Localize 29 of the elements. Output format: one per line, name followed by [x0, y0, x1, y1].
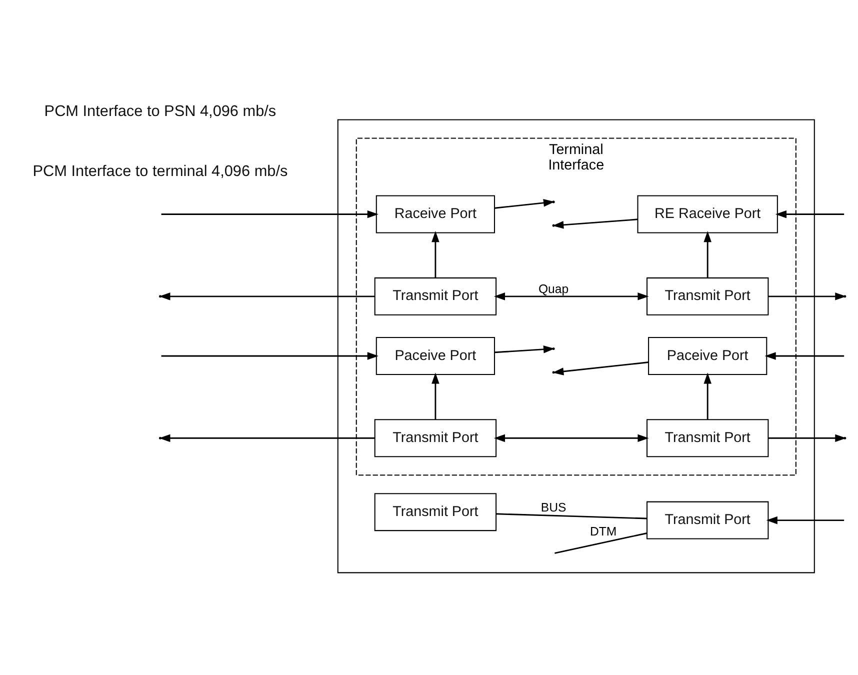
node-box: Paceive Port	[648, 336, 768, 375]
arrow	[432, 372, 440, 420]
arrow	[766, 516, 844, 524]
node-box: Transmit Port	[646, 501, 769, 540]
arrow	[494, 292, 649, 300]
arrow	[704, 372, 712, 420]
node-box: Paceive Port	[376, 336, 496, 375]
cluster	[337, 119, 815, 574]
edge-label: BUS	[540, 500, 566, 515]
arrow	[494, 434, 649, 442]
node-box: Transmit Port	[374, 419, 497, 458]
node-box: Transmit Port	[646, 419, 769, 458]
node-box: Transmit Port	[374, 277, 497, 316]
arrow	[704, 230, 712, 278]
arrow	[764, 352, 844, 360]
connector	[496, 513, 647, 520]
node-box: Transmit Port	[374, 493, 497, 532]
arrow	[432, 230, 440, 278]
label: PCM Interface to terminal 4,096 mb/s	[32, 162, 288, 180]
arrow	[161, 352, 378, 360]
node-box: Transmit Port	[646, 277, 769, 316]
label: PCM Interface to PSN 4,096 mb/s	[44, 103, 276, 120]
node-box: Raceive Port	[376, 195, 496, 234]
edge-label: Quap	[538, 282, 569, 296]
arrow	[161, 210, 378, 218]
node-box: RE Raceive Port	[637, 195, 778, 234]
arrow	[775, 210, 844, 218]
connector	[554, 532, 647, 554]
edge-label: DTM	[590, 524, 617, 538]
